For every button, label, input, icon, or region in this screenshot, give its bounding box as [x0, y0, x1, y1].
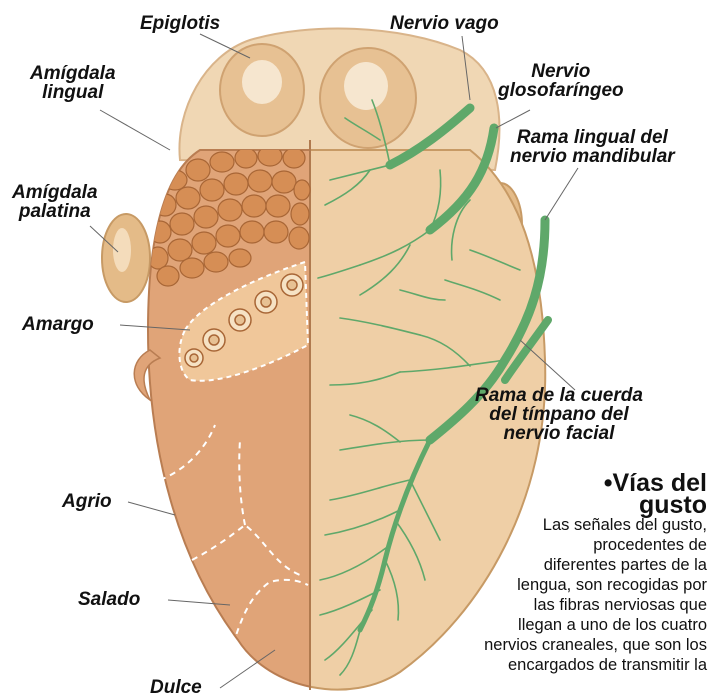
panel-body-line: nervios craneales, que son los	[377, 635, 707, 655]
palatine-tonsil-left	[102, 214, 150, 302]
label-dulce: Dulce	[150, 678, 202, 697]
panel-body-line: Las señales del gusto,	[377, 515, 707, 535]
panel-body-line: diferentes partes de la	[377, 555, 707, 575]
label-epiglotis: Epiglotis	[140, 14, 220, 33]
label-agrio: Agrio	[62, 492, 112, 511]
label-amigdala-palatina: Amígdala palatina	[12, 183, 98, 221]
label-salado: Salado	[78, 590, 140, 609]
label-nervio-glosofaringeo: Nervio glosofaríngeo	[498, 62, 624, 100]
panel-body-line: encargados de transmitir la	[377, 655, 707, 675]
label-rama-cuerda: Rama de la cuerda del tímpano del nervio…	[475, 386, 643, 443]
label-amargo: Amargo	[22, 315, 94, 334]
label-nervio-vago: Nervio vago	[390, 14, 499, 33]
panel-title: •Vías del gusto	[604, 472, 707, 516]
panel-body-line: procedentes de	[377, 535, 707, 555]
epiglottis-left-lobe	[220, 44, 304, 136]
label-rama-lingual: Rama lingual del nervio mandibular	[510, 128, 675, 166]
panel-body: Las señales del gusto, procedentes de di…	[377, 515, 707, 675]
label-amigdala-lingual: Amígdala lingual	[30, 64, 116, 102]
panel-body-line: llegan a uno de los cuatro	[377, 615, 707, 635]
panel-body-line: las fibras nerviosas que	[377, 595, 707, 615]
panel-body-line: lengua, son recogidas por	[377, 575, 707, 595]
